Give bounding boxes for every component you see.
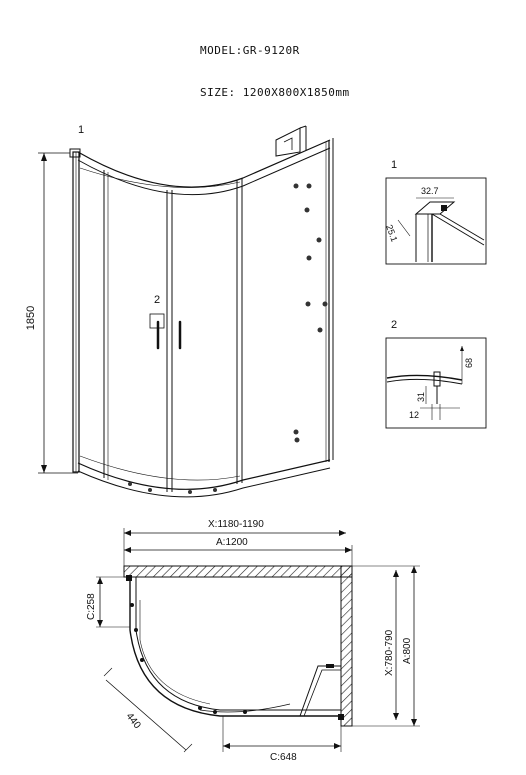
door-handles [149, 313, 182, 350]
wall-right [340, 565, 353, 727]
detail-2-number: 2 [391, 319, 397, 331]
plan-radius-440: 440 [124, 711, 143, 731]
enclosure-curve [129, 577, 341, 717]
front-view: 1850 1 [25, 124, 334, 498]
wall-back [123, 565, 353, 578]
detail-2-dim-a: 68 [464, 358, 474, 368]
detail-2-dim-c: 12 [409, 410, 419, 420]
callout-2-box [149, 313, 165, 329]
callout-2: 2 [154, 294, 160, 306]
plan-a-width: A:1200 [216, 537, 248, 548]
detail-1-number: 1 [391, 159, 397, 171]
plan-x-width: X:1180-1190 [208, 519, 264, 530]
detail-2: 2 68 31 12 [385, 319, 487, 429]
height-label: 1850 [25, 306, 37, 330]
detail-2-dim-b: 31 [416, 392, 426, 402]
plan-c-258: C:258 [86, 593, 97, 620]
plan-c-648: C:648 [270, 752, 297, 763]
size-label: SIZE: 1200X800X1850mm [200, 86, 350, 99]
detail-1-dim-a: 32.7 [421, 186, 439, 196]
plan-view: X:1180-1190 A:1200 [86, 519, 420, 763]
wall-fixing-dots [128, 183, 328, 494]
top-rail [77, 139, 331, 188]
bottom-rail [77, 459, 331, 490]
wall-bracket [275, 125, 307, 157]
plan-a-depth: A:800 [402, 637, 413, 664]
height-dimension: 1850 [25, 152, 78, 474]
detail-1: 1 32.7 25.1 [384, 159, 487, 265]
model-label: MODEL:GR-9120R [200, 44, 300, 57]
callout-1: 1 [78, 124, 84, 136]
plan-x-depth: X:780-790 [384, 629, 395, 676]
